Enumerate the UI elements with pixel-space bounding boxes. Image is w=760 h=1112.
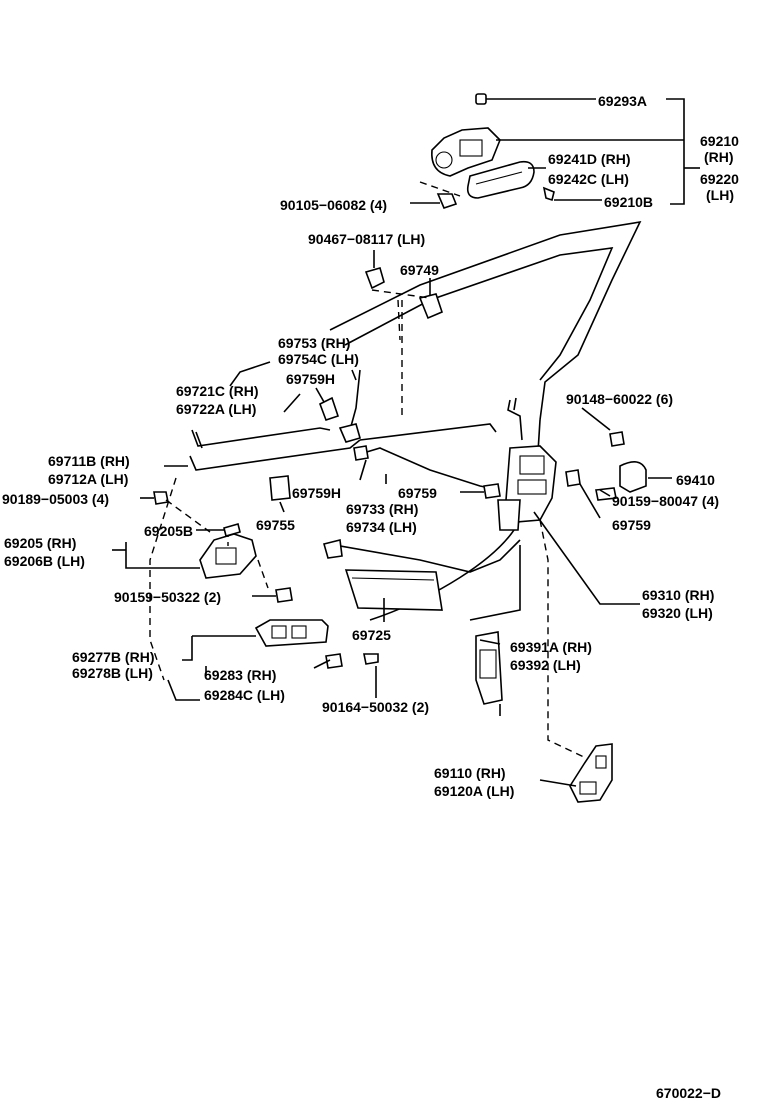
- label-90148: 90148−60022 (6): [566, 391, 673, 407]
- rods: [189, 369, 497, 489]
- label-69759-right: 69759: [612, 517, 651, 533]
- label-69755: 69755: [256, 517, 295, 533]
- label-69392: 69392 (LH): [510, 657, 581, 673]
- label-69220: 69220: [700, 171, 739, 187]
- label-69110: 69110 (RH): [434, 765, 506, 781]
- label-69753: 69753 (RH): [278, 335, 350, 351]
- label-69734: 69734 (LH): [346, 519, 417, 535]
- label-90189: 90189−05003 (4): [2, 491, 109, 507]
- label-69120A: 69120A (LH): [434, 783, 514, 799]
- door-lock-assembly: [483, 397, 647, 531]
- label-69210-rh: (RH): [704, 149, 734, 165]
- label-69759-middle: 69759: [398, 485, 437, 501]
- lower-bracket: [475, 631, 503, 716]
- label-90467: 90467−08117 (LH): [308, 231, 425, 247]
- label-69712A: 69712A (LH): [48, 471, 128, 487]
- label-69210B: 69210B: [604, 194, 653, 210]
- leader-lines: [112, 98, 700, 787]
- cables: [323, 539, 521, 573]
- label-69205: 69205 (RH): [4, 535, 76, 551]
- label-69241D: 69241D (RH): [548, 151, 630, 167]
- label-69725: 69725: [352, 627, 391, 643]
- label-69283: 69283 (RH): [204, 667, 276, 683]
- label-69284C: 69284C (LH): [204, 687, 285, 703]
- outside-handle-assembly: [419, 93, 555, 209]
- label-69220-lh: (LH): [706, 187, 734, 203]
- label-69711B: 69711B (RH): [48, 453, 130, 469]
- label-69759H-upper: 69759H: [286, 371, 335, 387]
- label-69391A: 69391A (RH): [510, 639, 592, 655]
- outside-lower-handle: [539, 519, 613, 803]
- label-69242C: 69242C (LH): [548, 171, 629, 187]
- label-69754C: 69754C (LH): [278, 351, 359, 367]
- label-69277B: 69277B (RH): [72, 649, 154, 665]
- label-69733: 69733 (RH): [346, 501, 418, 517]
- label-69278B: 69278B (LH): [72, 665, 153, 681]
- label-69206B: 69206B (LH): [4, 553, 85, 569]
- label-69293A: 69293A: [598, 93, 647, 109]
- inside-handle-parts: [153, 475, 443, 669]
- figure-code: 670022−D: [656, 1085, 721, 1101]
- label-90164: 90164−50032 (2): [322, 699, 429, 715]
- label-90159-80047: 90159−80047 (4): [612, 493, 719, 509]
- label-69410: 69410: [676, 472, 715, 488]
- label-69210: 69210: [700, 133, 739, 149]
- label-69749: 69749: [400, 262, 439, 278]
- label-69320: 69320 (LH): [642, 605, 713, 621]
- label-69205B: 69205B: [144, 523, 193, 539]
- label-69310: 69310 (RH): [642, 587, 714, 603]
- clip-parts: [364, 267, 443, 420]
- label-69721C: 69721C (RH): [176, 383, 258, 399]
- labels: 69293A 69210 (RH) 69220 (LH) 69241D (RH)…: [2, 93, 739, 1101]
- label-90159-50322: 90159−50322 (2): [114, 589, 221, 605]
- label-69722A: 69722A (LH): [176, 401, 256, 417]
- label-69759H-lower: 69759H: [292, 485, 341, 501]
- label-90105: 90105−06082 (4): [280, 197, 387, 213]
